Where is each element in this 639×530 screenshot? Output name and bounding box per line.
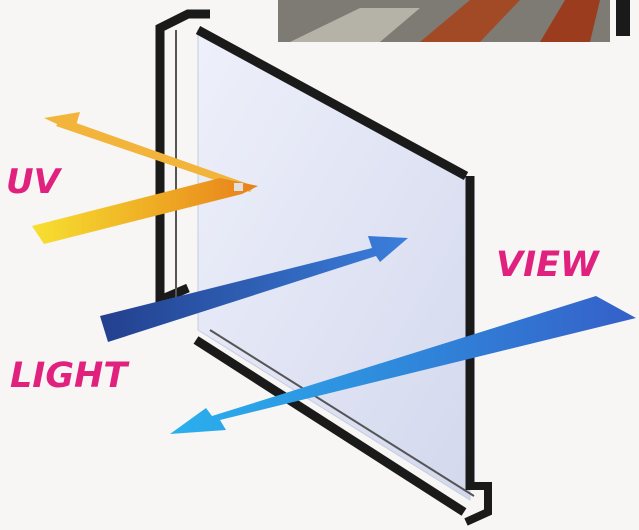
view-label: VIEW bbox=[496, 245, 600, 285]
interior-photo bbox=[278, 0, 639, 42]
uv-label: UV bbox=[6, 162, 63, 202]
pane-edges bbox=[193, 26, 475, 516]
uv-reflection-arrow bbox=[44, 112, 254, 192]
light-label: LIGHT bbox=[10, 356, 130, 396]
window-frame-bottom bbox=[464, 482, 492, 526]
view-arrow bbox=[170, 296, 636, 434]
light-arrow bbox=[100, 236, 408, 342]
uv-arrow bbox=[32, 178, 258, 244]
